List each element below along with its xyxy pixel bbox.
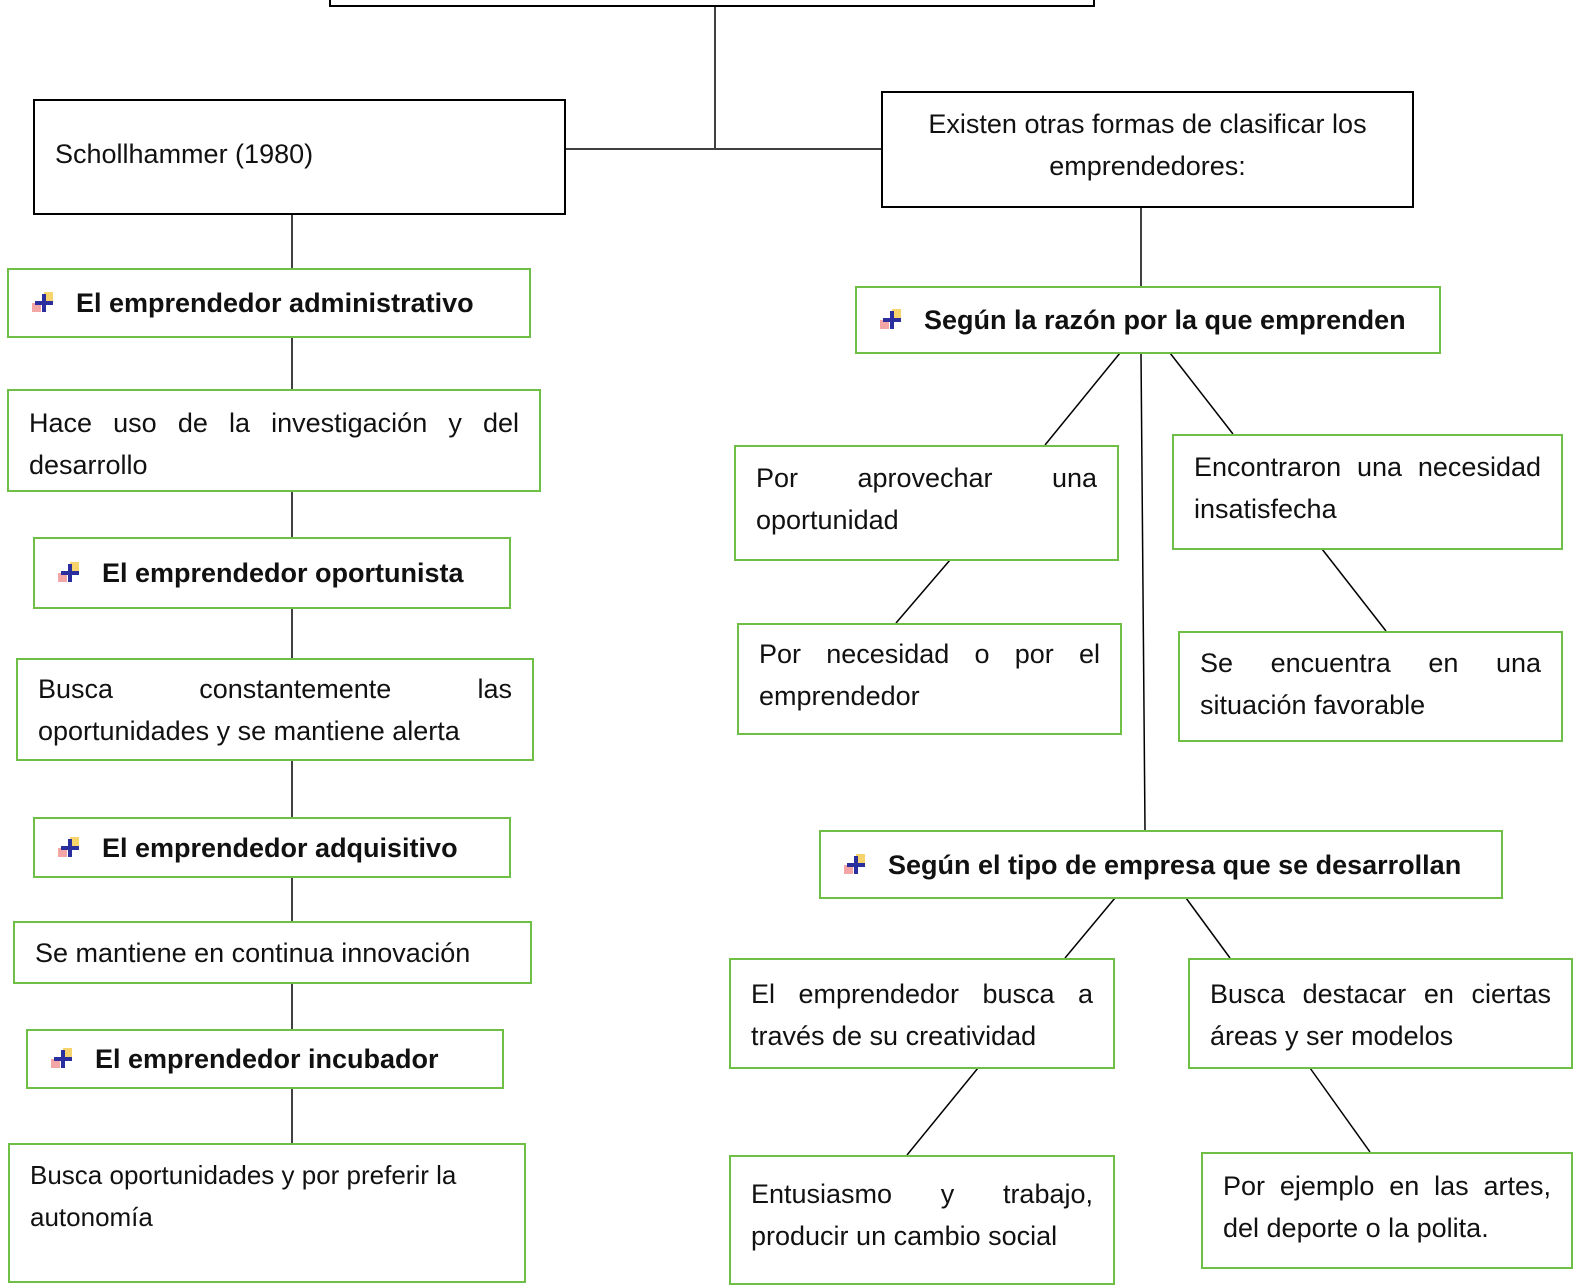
company-model-box: Busca destacar en ciertas áreas y ser mo… <box>1188 958 1573 1069</box>
type-administrative-description: Hace uso de la investigación y del desar… <box>7 389 541 492</box>
other-classifications-box: Existen otras formas de clasificar los e… <box>881 91 1414 208</box>
type-acquisitive-heading: El emprendedor adquisitivo <box>33 817 511 878</box>
reason-title: Según la razón por la que emprenden <box>924 305 1406 335</box>
company-creativity-box: El emprendedor busca a través de su crea… <box>729 958 1115 1069</box>
colored-cross-bullet-icon <box>880 308 904 332</box>
connector-reason-right-down <box>1321 548 1387 632</box>
schollhammer-label: Schollhammer (1980) <box>55 139 314 169</box>
reason-need-detail: Se encuentra en una situación favorable <box>1178 631 1563 742</box>
type-administrative-title: El emprendedor administrativo <box>76 288 474 318</box>
other-classifications-label: Existen otras formas de clasificar los e… <box>928 109 1367 181</box>
type-incubator-description: Busca oportunidades y por preferir la au… <box>8 1143 526 1283</box>
connector-reason-left-down <box>895 559 951 624</box>
reason-opportunity-box: Por aprovechar una oportunidad <box>734 445 1119 561</box>
colored-cross-bullet-icon <box>32 291 56 315</box>
connector-company-right-down <box>1309 1067 1371 1153</box>
root-box <box>329 0 1095 7</box>
connector-reason-right <box>1169 352 1234 435</box>
type-opportunist-description: Busca constantemente las oportunidades y… <box>16 658 534 761</box>
reason-need-box: Encontraron una necesidad insatisfecha <box>1172 434 1563 550</box>
connector-reason-left <box>1044 352 1121 446</box>
type-acquisitive-title: El emprendedor adquisitivo <box>102 832 458 863</box>
company-model-detail: Por ejemplo en las artes, del deporte o … <box>1201 1152 1573 1269</box>
company-title: Según el tipo de empresa que se desarrol… <box>888 849 1462 880</box>
company-creativity-detail: Entusiasmo y trabajo, producir un cambio… <box>729 1155 1115 1285</box>
reason-opportunity-detail: Por necesidad o por el emprendedor <box>737 623 1122 735</box>
type-opportunist-heading: El emprendedor oportunista <box>33 537 511 609</box>
colored-cross-bullet-icon <box>844 853 868 877</box>
type-opportunist-title: El emprendedor oportunista <box>102 558 464 588</box>
connector-reason-spine <box>1140 352 1146 831</box>
company-heading: Según el tipo de empresa que se desarrol… <box>819 830 1503 899</box>
type-incubator-title: El emprendedor incubador <box>95 1044 439 1074</box>
type-incubator-heading: El emprendedor incubador <box>26 1029 504 1089</box>
reason-heading: Según la razón por la que emprenden <box>855 286 1441 354</box>
type-administrative-heading: El emprendedor administrativo <box>7 268 531 338</box>
type-acquisitive-description: Se mantiene en continua innovación <box>13 921 532 984</box>
schollhammer-box: Schollhammer (1980) <box>33 99 566 215</box>
colored-cross-bullet-icon <box>51 1047 75 1071</box>
colored-cross-bullet-icon <box>58 561 82 585</box>
connector-company-right <box>1185 897 1231 959</box>
connector-company-left <box>1064 897 1116 959</box>
colored-cross-bullet-icon <box>58 836 82 860</box>
connector-company-left-down <box>906 1067 979 1156</box>
